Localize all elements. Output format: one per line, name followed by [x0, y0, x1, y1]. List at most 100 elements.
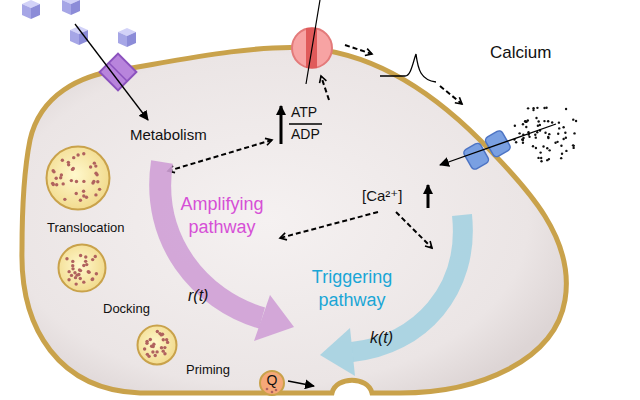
calcium-ion — [540, 160, 542, 162]
insulin-granule — [82, 190, 85, 193]
calcium-ion — [548, 133, 550, 135]
insulin-granule — [84, 255, 87, 258]
calcium-ion — [518, 132, 520, 134]
pathway-label: Amplifying pathway — [162, 193, 282, 238]
channel-line — [306, 0, 320, 84]
calcium-ion — [532, 145, 534, 147]
insulin-granule — [145, 342, 148, 345]
insulin-granule — [79, 254, 82, 257]
insulin-vesicle: Translocation — [45, 145, 111, 211]
calcium-ion — [554, 142, 556, 144]
vesicle-membrane — [138, 326, 177, 365]
calcium-ion — [560, 145, 562, 147]
signal-arrow — [345, 45, 372, 54]
calcium-ion — [540, 157, 542, 159]
insulin-granule — [51, 169, 54, 172]
calcium-ion — [528, 136, 530, 138]
calcium-ion — [560, 157, 562, 159]
region-label: Calcium — [490, 42, 551, 63]
rate-label: r(t) — [188, 286, 208, 306]
cube-face — [79, 30, 88, 45]
calcium-ion — [543, 107, 545, 109]
pathway-label: Triggering pathway — [290, 266, 414, 311]
insulin-granule — [94, 255, 97, 258]
calcium-ion — [534, 134, 536, 136]
calcium-ion — [548, 149, 550, 151]
insulin-granule — [67, 163, 70, 166]
insulin-granule — [87, 271, 90, 274]
insulin-granule — [76, 153, 79, 156]
calcium-ion — [562, 138, 564, 140]
calcium-ion — [565, 136, 567, 138]
calcium-ion — [548, 158, 550, 160]
calcium-ion — [539, 151, 541, 153]
insulin-granule — [79, 277, 82, 280]
insulin-granule — [98, 188, 101, 191]
signal-arrow — [321, 76, 329, 100]
insulin-granule — [72, 167, 75, 170]
process-label: Metabolism — [130, 126, 207, 145]
calcium-ion — [565, 108, 567, 110]
glucose-cubes — [22, 0, 136, 47]
vesicle-membrane — [59, 245, 106, 292]
transporter-symbol — [100, 54, 137, 91]
insulin-granule — [87, 270, 90, 273]
increase-arrow — [427, 185, 430, 208]
insulin-granule — [91, 258, 94, 261]
insulin-granule — [155, 350, 158, 353]
calcium-ion — [547, 137, 549, 139]
insulin-granule — [147, 355, 150, 358]
cube-face — [31, 4, 40, 19]
calcium-ion — [558, 127, 560, 129]
pool-label: Q — [259, 367, 285, 393]
glucose-cube — [118, 28, 136, 47]
calcium-ion — [572, 118, 574, 120]
insulin-granule — [154, 354, 157, 357]
insulin-granule — [89, 165, 92, 168]
insulin-granule — [72, 156, 75, 159]
insulin-vesicle: Priming — [136, 324, 178, 366]
insulin-granule — [59, 176, 62, 179]
vesicle-outline — [57, 243, 107, 293]
calcium-ion — [547, 136, 549, 138]
triggering-arrow-head — [320, 328, 355, 376]
calcium-ion — [572, 144, 574, 146]
glucose-cube — [22, 0, 40, 19]
cube-face — [70, 30, 79, 45]
insulin-granule — [162, 338, 165, 341]
stage-label: Translocation — [47, 220, 125, 235]
rate-label: k(t) — [370, 328, 393, 348]
insulin-granule — [79, 199, 82, 202]
amplifying-arrow-head — [254, 295, 294, 341]
insulin-granule — [65, 257, 68, 260]
insulin-granule — [156, 330, 159, 333]
insulin-granule — [91, 277, 94, 280]
insulin-granule — [82, 180, 85, 183]
calcium-ion — [561, 152, 563, 154]
channel-symbol — [484, 129, 511, 158]
calcium-ion — [575, 120, 577, 122]
insulin-granule — [160, 346, 163, 349]
calcium-ion — [537, 157, 539, 159]
insulin-granule — [143, 347, 146, 350]
calcium-ion — [564, 132, 566, 134]
calcium-ion — [573, 145, 575, 147]
calcium-ion — [542, 145, 544, 147]
calcium-ion — [573, 132, 575, 134]
calcium-ion — [524, 121, 526, 123]
calcium-ion — [524, 120, 526, 122]
insulin-granule — [71, 260, 74, 263]
calcium-ion — [535, 136, 537, 138]
vesicle-outline — [136, 324, 178, 366]
insulin-granule — [67, 270, 70, 273]
vesicle-membrane — [47, 147, 110, 210]
calcium-ion — [532, 107, 534, 109]
action-potential — [380, 54, 436, 82]
cube-face — [127, 32, 136, 47]
calcium-ion — [537, 125, 539, 127]
calcium-ion — [515, 141, 517, 143]
insulin-granule — [94, 193, 97, 196]
insulin-granule — [151, 350, 154, 353]
calcium-ion — [522, 123, 524, 125]
